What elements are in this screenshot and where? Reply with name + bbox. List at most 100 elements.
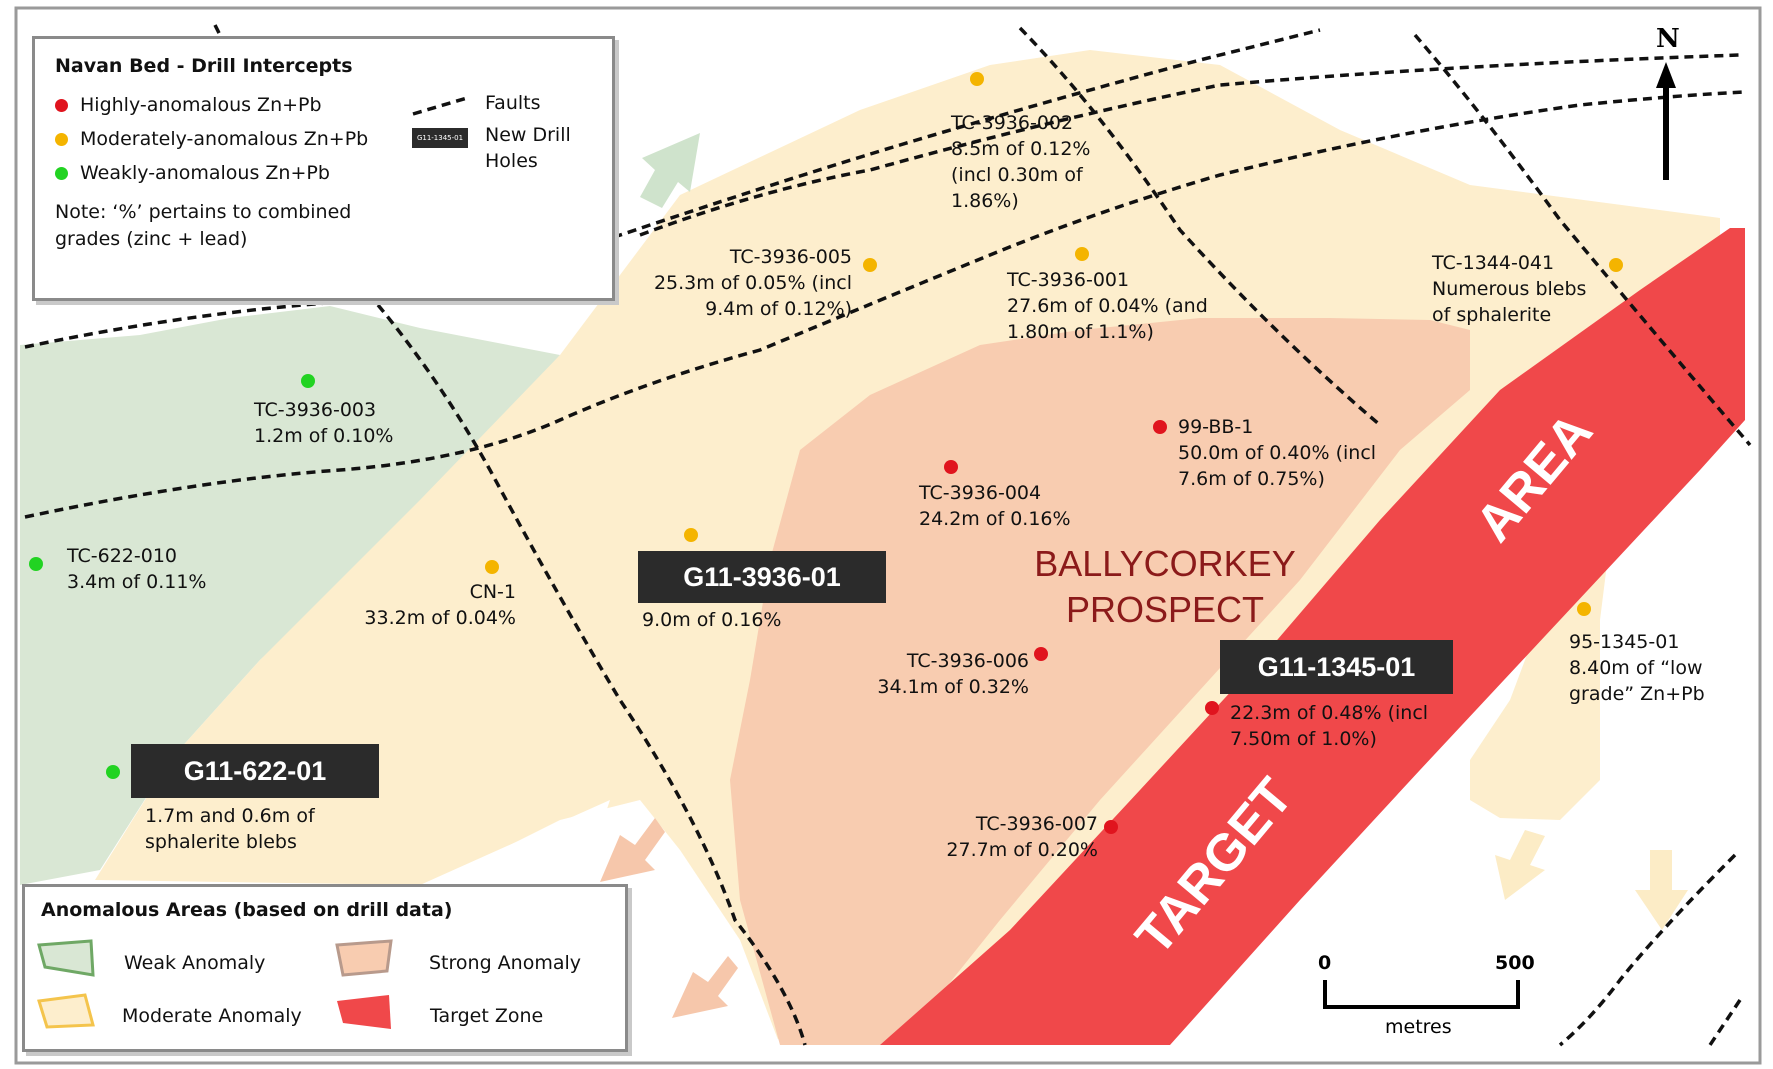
legend-strong-anomaly: Strong Anomaly xyxy=(429,952,582,974)
drill-hole-g11-3936-01 xyxy=(684,528,698,542)
drill-hole-95-1345-01 xyxy=(1577,602,1591,616)
new-hole-box-g11-622-01: G11-622-01 xyxy=(131,744,379,798)
strong-anomaly-zone xyxy=(730,318,1470,1045)
new-hole-box-g11-1345-01: G11-1345-01 xyxy=(1220,640,1453,694)
arrow-southwest-lower xyxy=(672,956,738,1018)
label-hole-id: TC-3936-004 xyxy=(919,482,1042,504)
label-hole-id: TC-3936-001 xyxy=(1007,269,1130,291)
legend-weak-anomaly: Weak Anomaly xyxy=(124,952,266,974)
label-tc3936-002: TC-3936-002 8.5m of 0.12% (incl 0.30m of… xyxy=(951,110,1090,214)
label-hole-id: TC-3936-007 xyxy=(975,813,1098,835)
fault-line xyxy=(1558,853,1737,1047)
legend-target-swatch xyxy=(337,995,391,1029)
arrow-southwest-upper xyxy=(600,818,665,882)
label-intercept: 22.3m of 0.48% (incl xyxy=(1230,702,1429,724)
label-hole-id: TC-3936-006 xyxy=(906,650,1029,672)
legend-intercepts-title: Navan Bed - Drill Intercepts xyxy=(55,55,353,77)
drill-hole-tc622-010 xyxy=(29,557,43,571)
legend-moderate-label: Moderately-anomalous Zn+Pb xyxy=(80,128,369,150)
prospect-title-line1: BALLYCORKEY xyxy=(1034,543,1296,584)
scale-unit: metres xyxy=(1385,1016,1452,1038)
legend-fault-symbol xyxy=(412,96,468,116)
legend-new-drill-sample: G11-1345-01 xyxy=(412,128,468,148)
label-tc622-010: TC-622-010 3.4m of 0.11% xyxy=(67,543,206,595)
label-intercept: 34.1m of 0.32% xyxy=(877,676,1029,698)
label-95-1345-01: 95-1345-01 8.40m of “low grade” Zn+Pb xyxy=(1569,629,1705,707)
label-tc3936-005: TC-3936-005 25.3m of 0.05% (incl 9.4m of… xyxy=(636,244,852,322)
label-99-bb-1: 99-BB-1 50.0m of 0.40% (incl 7.6m of 0.7… xyxy=(1178,414,1376,492)
direction-arrows xyxy=(600,133,1688,1018)
label-intercept: 1.80m of 1.1%) xyxy=(1007,321,1154,343)
label-intercept: 3.4m of 0.11% xyxy=(67,571,207,593)
label-intercept: of sphalerite xyxy=(1432,304,1552,326)
label-intercept: 9.4m of 0.12%) xyxy=(705,298,852,320)
label-intercept: grade” Zn+Pb xyxy=(1569,683,1705,705)
drill-hole-g11-622-01 xyxy=(106,765,120,779)
drill-hole-99-bb-1 xyxy=(1153,420,1167,434)
label-intercept: 27.7m of 0.20% xyxy=(946,839,1098,861)
label-tc3936-007: TC-3936-007 27.7m of 0.20% xyxy=(928,811,1098,863)
label-intercept: (incl 0.30m of xyxy=(951,164,1083,186)
legend-high-dot xyxy=(55,99,68,112)
label-intercept: 50.0m of 0.40% (incl xyxy=(1178,442,1377,464)
drill-hole-tc3936-006 xyxy=(1034,647,1048,661)
legend-new-drill-line1: New Drill xyxy=(485,124,571,146)
fault-line xyxy=(1018,26,1382,427)
label-hole-id: TC-1344-041 xyxy=(1432,252,1555,274)
drill-hole-tc1344-041 xyxy=(1609,258,1623,272)
fault-line xyxy=(1708,999,1742,1046)
label-hole-id: TC-3936-002 xyxy=(951,112,1074,134)
label-hole-id: 99-BB-1 xyxy=(1178,416,1254,438)
scale-bar xyxy=(1323,980,1520,1009)
weak-anomaly-zone xyxy=(20,306,560,885)
label-tc3936-001: TC-3936-001 27.6m of 0.04% (and 1.80m of… xyxy=(1007,267,1208,345)
drill-hole-tc3936-002 xyxy=(970,72,984,86)
label-intercept: 7.50m of 1.0%) xyxy=(1230,728,1377,750)
legend-moderate-anomaly: Moderate Anomaly xyxy=(122,1005,302,1027)
label-tc3936-003: TC-3936-003 1.2m of 0.10% xyxy=(254,397,393,449)
north-arrow xyxy=(1656,62,1676,180)
label-hole-id: TC-622-010 xyxy=(67,545,178,567)
label-g11-1345-01: 22.3m of 0.48% (incl 7.50m of 1.0%) xyxy=(1230,700,1428,752)
drill-hole-cn-1 xyxy=(485,560,499,574)
north-label: N xyxy=(1656,24,1680,54)
label-g11-3936-01: 9.0m of 0.16% xyxy=(642,607,781,633)
target-zone xyxy=(880,228,1745,1045)
scale-max: 500 xyxy=(1495,952,1535,974)
drill-hole-tc3936-001 xyxy=(1075,247,1089,261)
label-hole-id: 95-1345-01 xyxy=(1569,631,1680,653)
label-intercept: 33.2m of 0.04% xyxy=(364,607,516,629)
drill-hole-tc3936-003 xyxy=(301,374,315,388)
drill-hole-tc3936-004 xyxy=(944,460,958,474)
prospect-title-line2: PROSPECT xyxy=(1065,589,1265,630)
label-intercept: 7.6m of 0.75%) xyxy=(1178,468,1325,490)
legend-moderate-swatch xyxy=(37,993,95,1029)
label-intercept: 9.0m of 0.16% xyxy=(642,609,782,631)
fault-line xyxy=(24,28,1321,349)
prospect-title: BALLYCORKEY PROSPECT xyxy=(1020,541,1310,633)
legend-note-line1: Note: ‘%’ pertains to combined xyxy=(55,201,352,223)
arrow-south-right1 xyxy=(1495,830,1545,900)
legend-anomalous-areas: Anomalous Areas (based on drill data) We… xyxy=(22,884,628,1052)
arrow-northeast xyxy=(640,133,700,208)
legend-weak-label: Weakly-anomalous Zn+Pb xyxy=(80,162,330,184)
drill-hole-tc3936-005 xyxy=(863,258,877,272)
label-intercept: 1.2m of 0.10% xyxy=(254,425,394,447)
fault-line xyxy=(376,303,807,1046)
label-intercept: 27.6m of 0.04% (and xyxy=(1007,295,1208,317)
label-intercept: 8.5m of 0.12% xyxy=(951,138,1091,160)
label-intercept: 1.86%) xyxy=(951,190,1019,212)
drill-hole-markers xyxy=(29,72,1623,834)
label-intercept: sphalerite blebs xyxy=(145,831,297,853)
arrow-south-right2 xyxy=(1635,850,1688,930)
label-intercept: 8.40m of “low xyxy=(1569,657,1703,679)
legend-weak-swatch xyxy=(37,939,95,977)
label-hole-id: TC-3936-003 xyxy=(254,399,377,421)
legend-strong-swatch xyxy=(335,939,393,977)
legend-high-label: Highly-anomalous Zn+Pb xyxy=(80,94,322,116)
legend-target-zone: Target Zone xyxy=(430,1005,544,1027)
label-tc1344-041: TC-1344-041 Numerous blebs of sphalerite xyxy=(1432,250,1586,328)
legend-faults-label: Faults xyxy=(485,92,541,114)
legend-moderate-dot xyxy=(55,133,68,146)
